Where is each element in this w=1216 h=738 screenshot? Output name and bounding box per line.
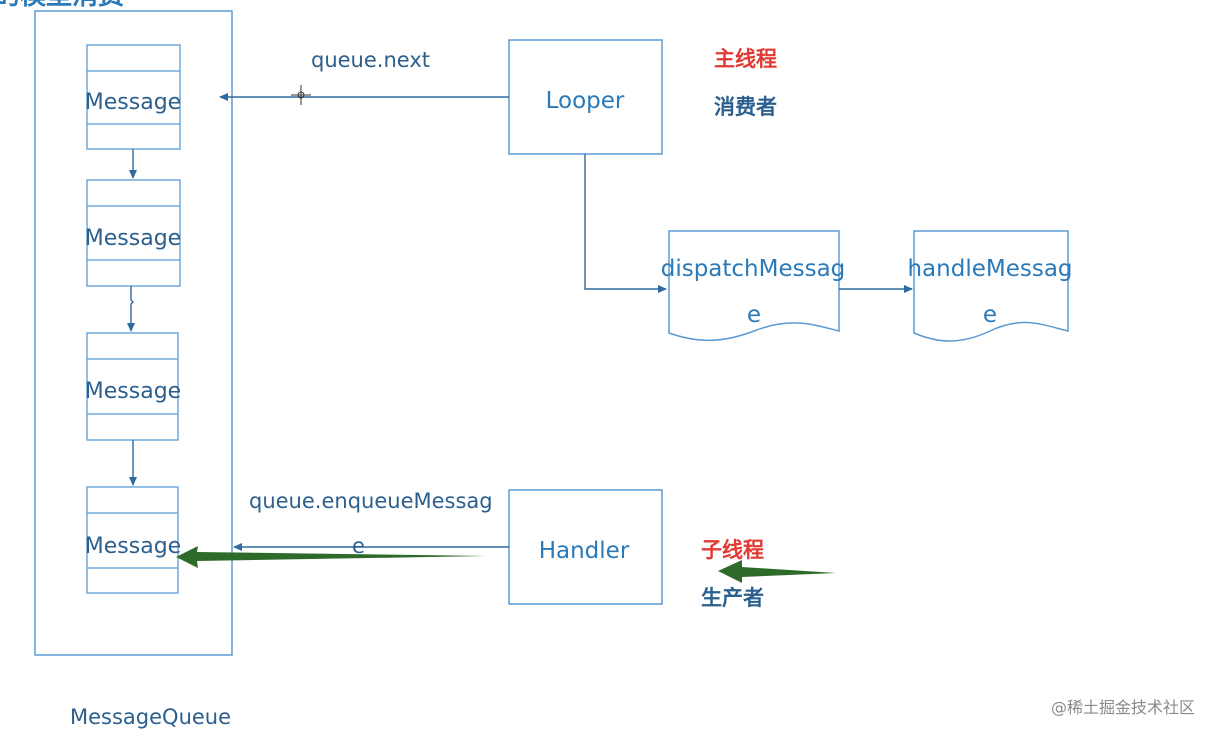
main-thread-label: 主线程 [714, 47, 777, 71]
watermark: @稀土掘金技术社区 [1051, 698, 1195, 717]
dispatch-message-line2: e [747, 302, 761, 328]
consumer-label: 消费者 [714, 95, 777, 119]
message-node-3: Message [85, 332, 181, 441]
enqueue-label-line2: e [352, 534, 365, 558]
message-link-arrow [127, 286, 135, 332]
producer-highlight-arrow [718, 560, 836, 583]
enqueue-label-line1: queue.enqueueMessag [249, 489, 493, 513]
header-fragment: 的模型消费 [0, 0, 124, 11]
message-queue-label: MessageQueue [70, 705, 231, 729]
handle-message-line2: e [983, 302, 997, 328]
enqueue-highlight-arrow [176, 546, 487, 568]
looper-label: Looper [546, 88, 625, 114]
queue-next-label: queue.next [311, 48, 430, 72]
message-queue-container [34, 10, 233, 656]
message-node-4: Message [85, 486, 181, 594]
message-label: Message [85, 534, 181, 559]
handle-message-line1: handleMessag [907, 256, 1072, 282]
looper-dispatch-arrow [584, 154, 667, 293]
handle-message-shape [913, 230, 1069, 342]
dispatch-message-shape [668, 230, 840, 341]
sub-thread-label: 子线程 [701, 538, 764, 562]
dispatch-message-line1: dispatchMessag [661, 256, 846, 282]
message-node-2: Message [85, 179, 181, 287]
handler-label: Handler [539, 538, 630, 564]
producer-label: 生产者 [701, 586, 764, 610]
message-label: Message [85, 90, 181, 115]
message-node-1: Message [85, 44, 181, 150]
message-label: Message [85, 226, 181, 251]
crosshair-cursor-icon [291, 85, 311, 105]
message-label: Message [85, 379, 181, 404]
